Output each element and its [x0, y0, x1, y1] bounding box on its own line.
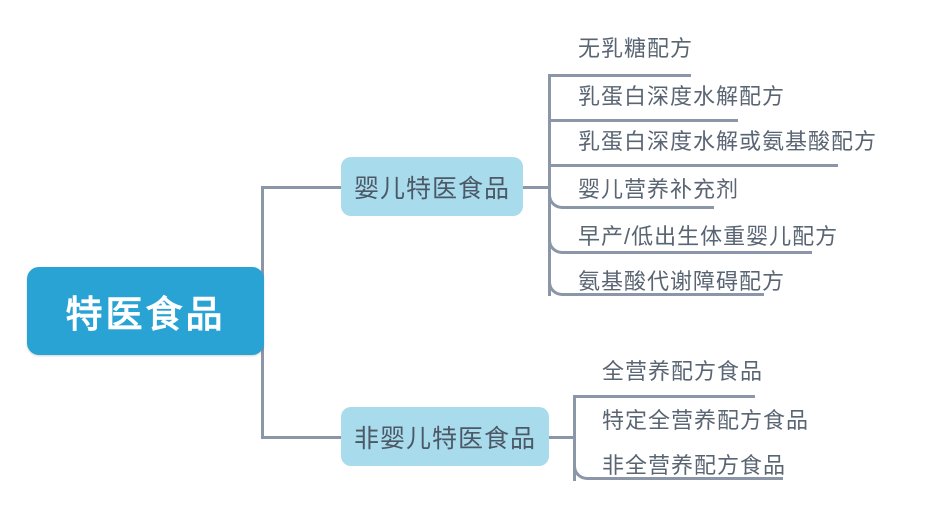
leaf-label-8[interactable]: 特定全营养配方食品	[602, 408, 810, 433]
leaf-connector-2	[548, 119, 738, 122]
leaf-connector-1	[548, 74, 691, 77]
trunk-arm-to-non-infant	[261, 436, 341, 439]
branch-non-infant-arm	[549, 436, 575, 439]
leaf-label-1[interactable]: 无乳糖配方	[578, 36, 694, 61]
leaf-connector-7	[573, 395, 755, 398]
branch-node-non-infant-label: 非婴儿特医食品	[353, 424, 536, 453]
root-node[interactable]: 特医食品	[27, 267, 264, 355]
leaf-connector-8	[573, 436, 783, 480]
leaf-connector-3	[548, 164, 838, 167]
leaf-label-9[interactable]: 非全营养配方食品	[602, 453, 787, 478]
branch-infant-arm	[523, 186, 550, 189]
leaf-label-3[interactable]: 乳蛋白深度水解或氨基酸配方	[578, 129, 878, 154]
leaf-label-7[interactable]: 全营养配方食品	[602, 359, 764, 384]
branch-node-non-infant[interactable]: 非婴儿特医食品	[341, 407, 549, 466]
leaf-connector-6	[548, 186, 764, 296]
trunk-arm-to-infant	[261, 186, 341, 189]
branch-node-infant[interactable]: 婴儿特医食品	[341, 157, 523, 216]
leaf-label-2[interactable]: 乳蛋白深度水解配方	[578, 84, 786, 109]
branch-infant-spine	[548, 74, 551, 296]
leaf-label-6[interactable]: 氨基酸代谢障碍配方	[578, 269, 786, 294]
branch-node-infant-label: 婴儿特医食品	[353, 174, 510, 203]
root-node-label: 特医食品	[65, 294, 226, 335]
leaf-label-4[interactable]: 婴儿营养补充剂	[578, 177, 740, 202]
leaf-label-5[interactable]: 早产/低出生体重婴儿配方	[578, 224, 839, 249]
